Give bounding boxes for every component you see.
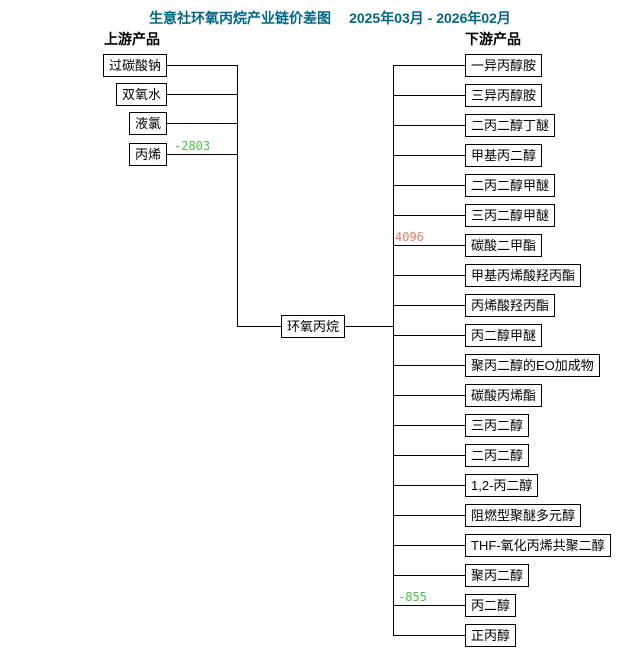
date-range: 2025年03月 - 2026年02月 (349, 10, 511, 26)
connector-line (340, 326, 393, 327)
connector-line (393, 245, 465, 246)
upstream-node-sodium-percarbonate: 过碳酸钠 (102, 54, 167, 77)
downstream-node: 聚丙二醇 (465, 564, 530, 587)
downstream-node: 阻燃型聚醚多元醇 (465, 504, 582, 527)
downstream-trunk-line (393, 65, 394, 636)
connector-line (166, 94, 237, 95)
downstream-node: 甲基丙烯酸羟丙酯 (465, 264, 582, 287)
downstream-node: 三异丙醇胺 (465, 84, 543, 107)
downstream-node: 丙二醇甲醚 (465, 324, 543, 347)
downstream-node: 丙烯酸羟丙酯 (465, 294, 556, 317)
connector-line (393, 65, 465, 66)
downstream-node: 碳酸二甲酯 (465, 234, 543, 257)
connector-line (393, 425, 465, 426)
downstream-node: 三丙二醇甲醚 (465, 204, 556, 227)
connector-line (393, 455, 465, 456)
spread-value-propylene: -2803 (174, 139, 211, 153)
upstream-node-hydrogen-peroxide: 双氧水 (115, 83, 167, 106)
upstream-trunk-line (237, 65, 238, 327)
connector-line (166, 154, 237, 155)
downstream-node: 二丙二醇 (465, 444, 530, 467)
downstream-node: 三丙二醇 (465, 414, 530, 437)
spread-value-dimethyl-carbonate: 4096 (395, 230, 424, 244)
downstream-node: 一异丙醇胺 (465, 54, 543, 77)
connector-line (166, 65, 237, 66)
center-node-propylene-oxide: 环氧丙烷 (281, 315, 346, 338)
connector-line (393, 395, 465, 396)
connector-line (393, 305, 465, 306)
connector-line (393, 125, 465, 126)
diagram-title-row: 生意社环氧丙烷产业链价差图 2025年03月 - 2026年02月 (30, 8, 630, 28)
upstream-header: 上游产品 (104, 31, 160, 47)
connector-line (393, 275, 465, 276)
connector-line (393, 485, 465, 486)
upstream-node-propylene: 丙烯 (128, 143, 167, 166)
connector-line (166, 123, 237, 124)
connector-line (393, 335, 465, 336)
downstream-node: 聚丙二醇的EO加成物 (465, 354, 600, 377)
connector-line (393, 635, 465, 636)
connector-line (393, 215, 465, 216)
downstream-node: 二丙二醇丁醚 (465, 114, 556, 137)
connector-line (393, 155, 465, 156)
connector-line (393, 95, 465, 96)
connector-line (393, 575, 465, 576)
connector-line (237, 326, 281, 327)
connector-line (393, 185, 465, 186)
upstream-node-liquid-chlorine: 液氯 (128, 112, 167, 135)
connector-line (393, 605, 465, 606)
downstream-node: 甲基丙二醇 (465, 144, 543, 167)
spread-value-propylene-glycol: -855 (398, 590, 427, 604)
connector-line (393, 545, 465, 546)
downstream-node: THF-氧化丙烯共聚二醇 (465, 534, 611, 557)
connector-line (393, 515, 465, 516)
downstream-header: 下游产品 (465, 31, 521, 47)
downstream-node: 丙二醇 (465, 594, 517, 617)
connector-line (393, 365, 465, 366)
downstream-node: 正丙醇 (465, 624, 517, 647)
page-title: 生意社环氧丙烷产业链价差图 (149, 10, 332, 26)
downstream-node: 碳酸丙烯酯 (465, 384, 543, 407)
downstream-node: 1,2-丙二醇 (465, 474, 539, 497)
downstream-node: 二丙二醇甲醚 (465, 174, 556, 197)
